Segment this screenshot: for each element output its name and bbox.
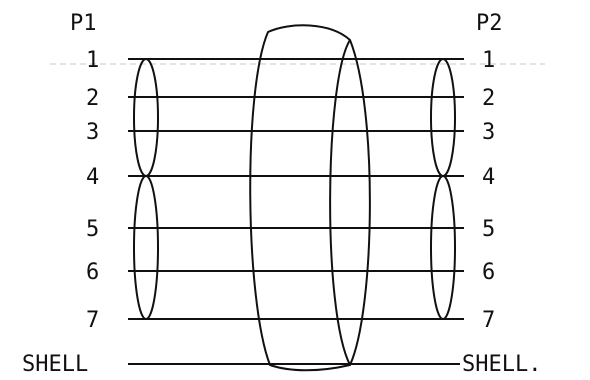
left-pin-5-label: 5: [86, 217, 99, 242]
left-pin-2-label: 2: [86, 86, 99, 111]
right-pin-4-label: 4: [482, 165, 495, 190]
shell-left-label: SHELL: [22, 352, 88, 377]
right-pin-2-label: 2: [482, 86, 495, 111]
left-pin-1-label: 1: [86, 48, 99, 73]
right-pin-5-label: 5: [482, 217, 495, 242]
left-pin-4-label: 4: [86, 165, 99, 190]
left-pin-labels: 1 2 3 4 5 6 7: [86, 48, 99, 333]
left-twisted-pair-4-7: [133, 175, 159, 320]
right-pin-3-label: 3: [482, 120, 495, 145]
signal-wires: [128, 58, 464, 320]
right-pin-7-label: 7: [482, 308, 495, 333]
connector-p2-label: P2: [476, 11, 503, 36]
left-pin-7-label: 7: [86, 308, 99, 333]
left-pin-3-label: 3: [86, 120, 99, 145]
right-twisted-pair-1-4: [430, 58, 456, 177]
right-pin-1-label: 1: [482, 48, 495, 73]
cable-shield-inner-edge: [329, 39, 351, 366]
left-twisted-pair-1-4: [133, 58, 159, 177]
right-twisted-pair-4-7: [430, 175, 456, 320]
twisted-pair-loops: [133, 58, 456, 320]
left-pin-6-label: 6: [86, 260, 99, 285]
right-pin-6-label: 6: [482, 260, 495, 285]
right-pin-labels: 1 2 3 4 5 6 7: [482, 48, 495, 333]
connector-p1-label: P1: [70, 11, 97, 36]
shell-right-label: SHELL.: [462, 352, 541, 377]
